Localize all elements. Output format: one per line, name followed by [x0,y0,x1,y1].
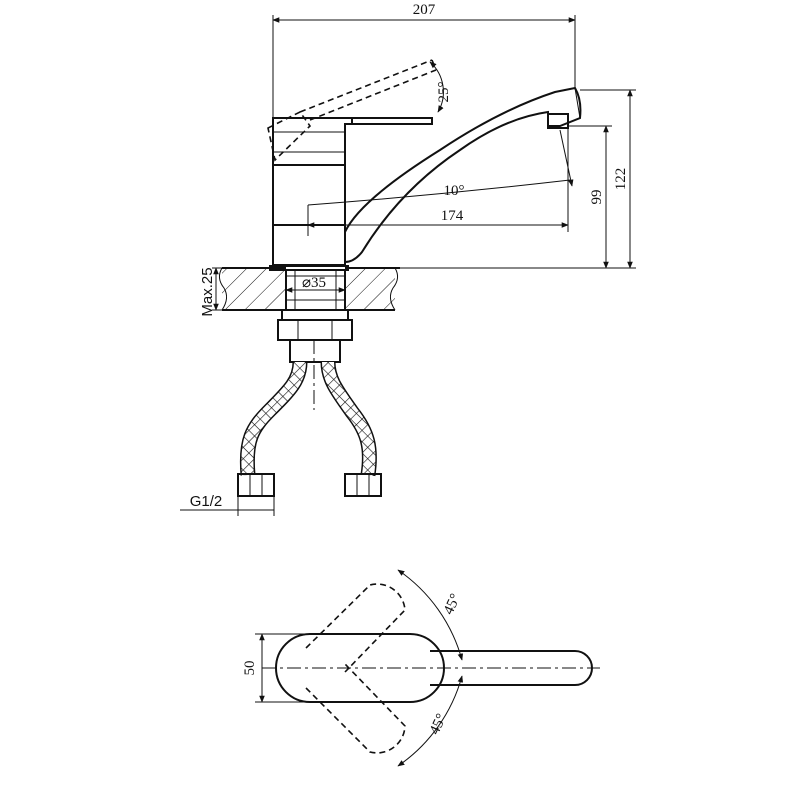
lever-raised [267,59,437,162]
dim-max25-label: Max.25 [199,267,216,316]
dim-207-label: 207 [413,2,436,18]
dim-counter-thickness: Max.25 [199,267,222,317]
top-lever-right [305,663,406,754]
dim-body-width: 50 [242,633,310,703]
dim-122-label: 122 [613,168,629,191]
dim-174-label: 174 [441,208,464,224]
dim-diameter-label: ⌀35 [302,275,326,291]
dim-spout-reach: 174 [307,128,569,236]
dim-outlet-height: 99 [400,125,612,269]
dim-total-height: 122 [580,89,636,269]
side-view: 207 25° 10° 174 99 [180,2,636,516]
dim-lever-angle: 25° [429,61,452,113]
dim-45-bottom-label: 45° [427,711,450,737]
dim-50-label: 50 [242,661,258,676]
dim-base-diameter: ⌀35 [285,275,346,293]
dim-thread-label: G1/2 [190,493,223,510]
top-lever-left [305,583,406,673]
top-spout [430,650,593,686]
dim-10deg-label: 10° [444,183,465,199]
dim-overall-width: 207 [272,2,576,118]
lever-closed [272,117,433,166]
dim-99-label: 99 [589,190,605,205]
top-view: 50 45° 45° [242,569,600,767]
dim-25deg-label: 25° [436,82,452,103]
countertop [218,267,400,311]
dim-spout-angle: 10° [307,129,574,206]
supply-hoses [237,340,382,497]
faucet-body [269,164,353,363]
spout [344,86,582,263]
dim-thread: G1/2 [180,493,275,516]
dim-45-top-label: 45° [441,591,464,617]
